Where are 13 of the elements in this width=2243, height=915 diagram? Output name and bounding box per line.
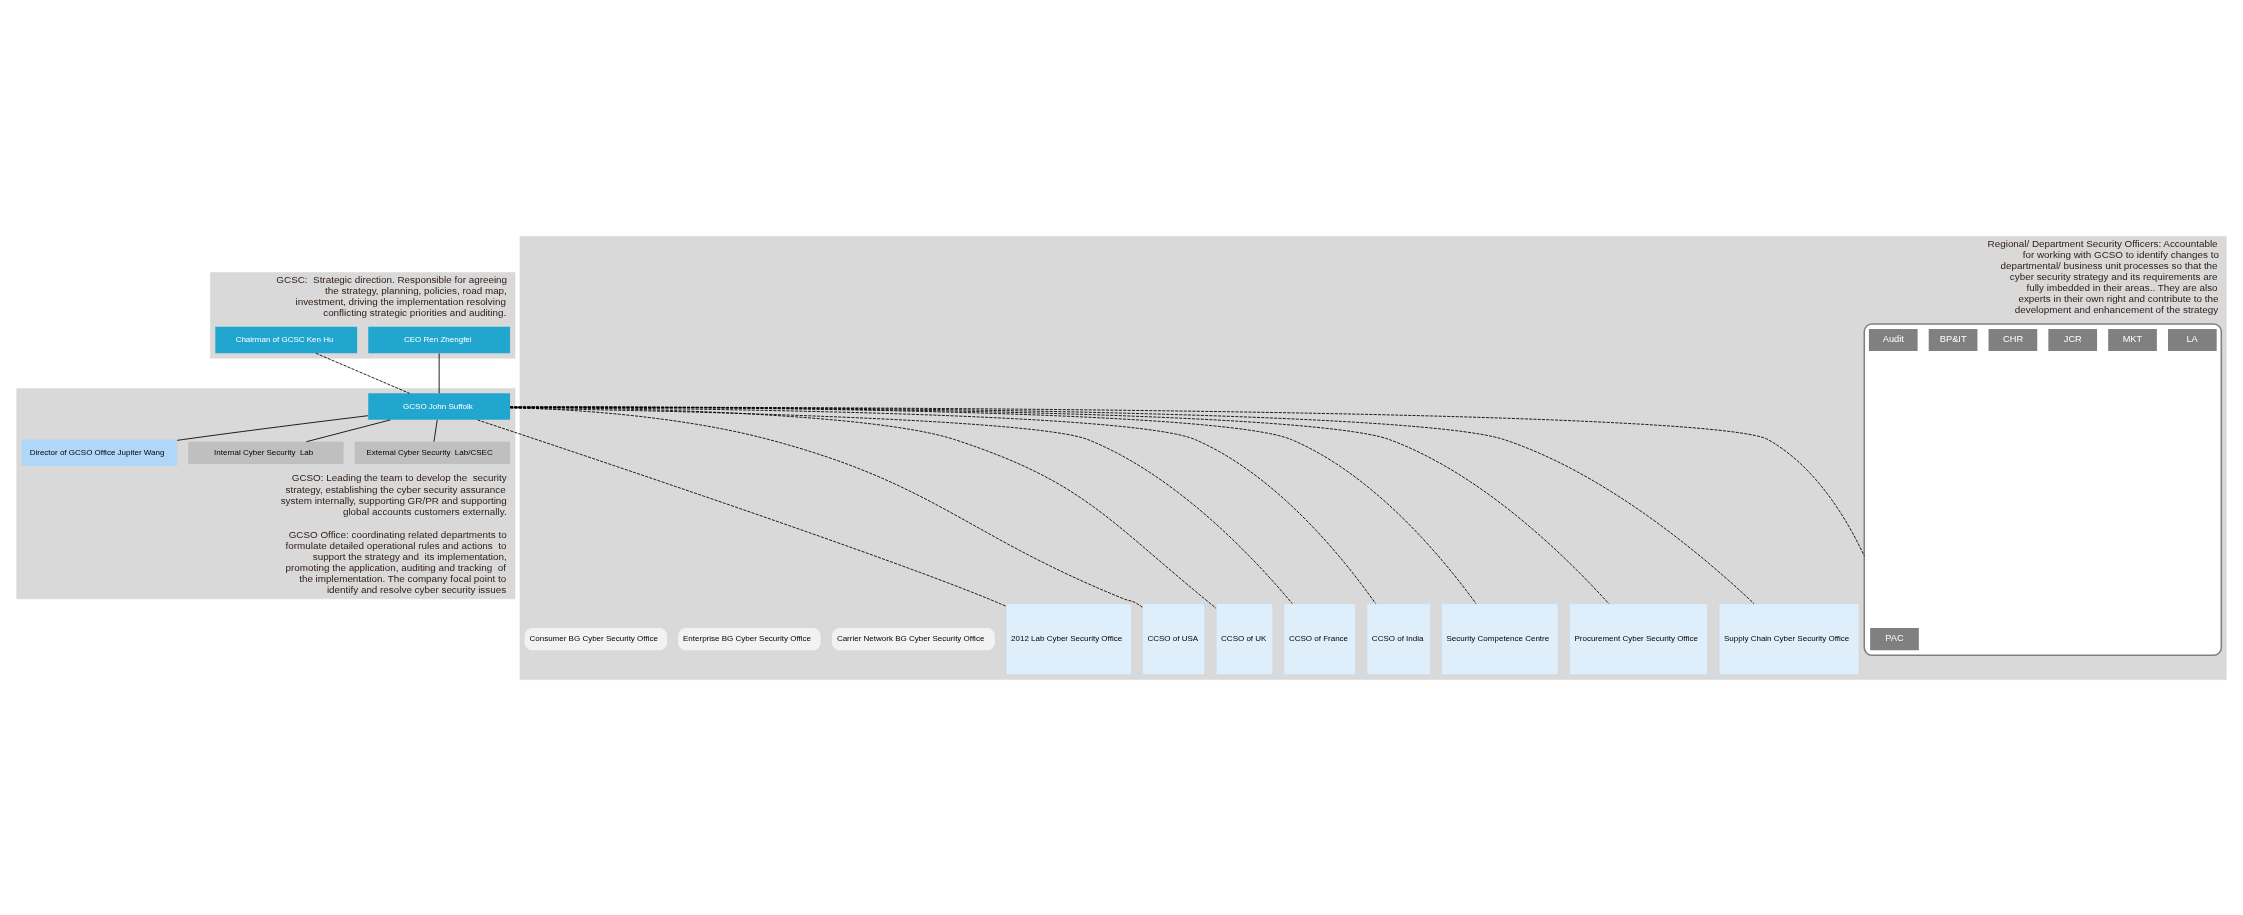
connector	[305, 418, 391, 442]
node-box: JCR	[2048, 328, 2098, 351]
connector	[176, 414, 369, 441]
connector	[315, 352, 410, 394]
node-box: LA	[2168, 328, 2217, 351]
node-box: CHR	[1988, 328, 2038, 351]
node-box: Audit	[1868, 328, 1918, 351]
node-box: PAC	[1870, 627, 1919, 650]
connector	[433, 419, 438, 442]
node-box: BP&IT	[1928, 328, 1978, 351]
connector	[477, 419, 1007, 607]
cluster	[1863, 322, 2223, 656]
node-box: MKT	[2108, 328, 2157, 351]
